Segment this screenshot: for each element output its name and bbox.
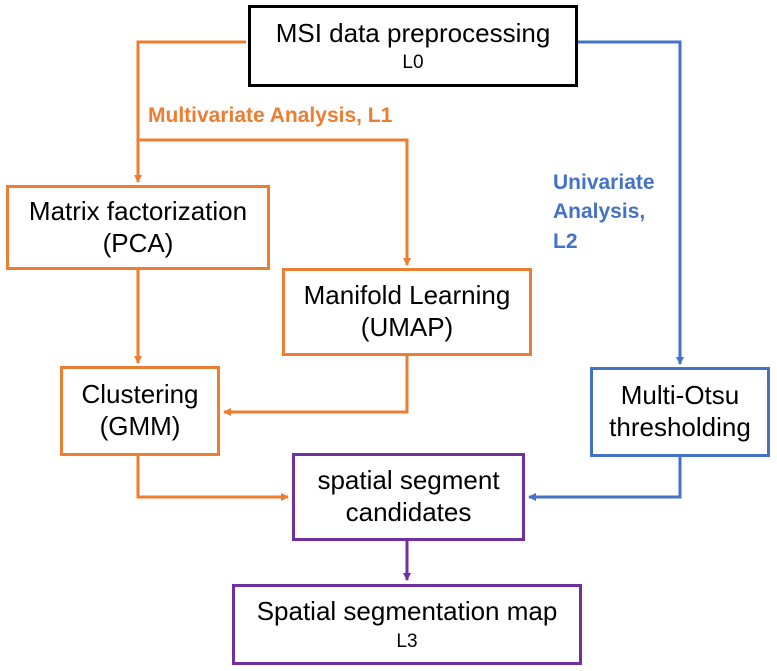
node-manifold-learning: Manifold Learning (UMAP) bbox=[282, 268, 532, 356]
multivariate-analysis-label: Multivariate Analysis, L1 bbox=[148, 104, 393, 127]
node-clustering: Clustering (GMM) bbox=[60, 366, 220, 456]
node-title: MSI data preprocessing bbox=[275, 17, 551, 48]
edge-preprocessing-to-multi-otsu bbox=[578, 40, 684, 365]
node-matrix-factorization: Matrix factorization (PCA) bbox=[6, 185, 270, 270]
edge-multi-otsu-to-candidates bbox=[528, 457, 682, 501]
edge-preprocessing-to-matrix-factorization bbox=[134, 40, 246, 183]
node-msi-data-preprocessing: MSI data preprocessing L0 bbox=[248, 5, 578, 87]
edge-preprocessing-to-manifold-learning bbox=[138, 138, 411, 266]
edge-clustering-to-candidates bbox=[136, 456, 289, 501]
node-level: L0 bbox=[402, 52, 424, 74]
node-level: L3 bbox=[396, 630, 418, 652]
node-spatial-segmentation-map: Spatial segmentation map L3 bbox=[232, 584, 582, 665]
node-spatial-segment-candidates: spatial segment candidates bbox=[292, 453, 525, 541]
edge-manifold-learning-to-clustering bbox=[223, 356, 409, 416]
node-multi-otsu: Multi-Otsu thresholding bbox=[590, 367, 770, 457]
univariate-analysis-label: Univariate Analysis, L2 bbox=[553, 171, 655, 253]
